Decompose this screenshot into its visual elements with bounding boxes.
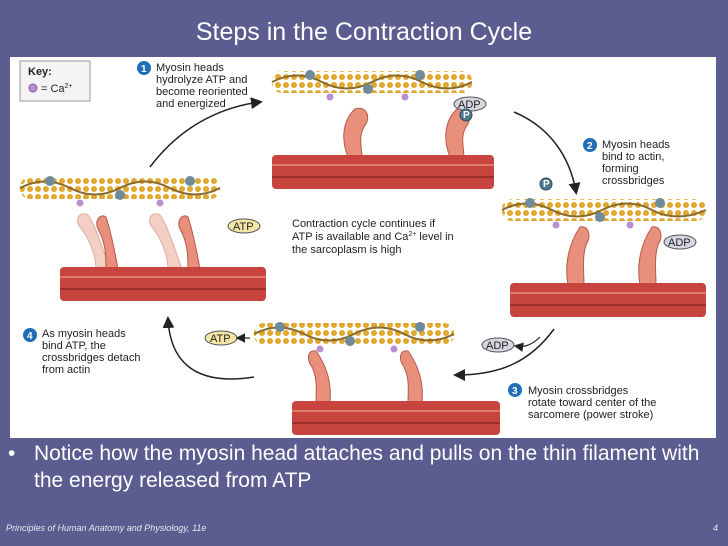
arrow-2-to-3	[453, 328, 555, 381]
key-box: Key: = Ca2+	[19, 60, 91, 102]
myosin-head	[96, 215, 119, 270]
panel-step-4: ATP 4 As myosin heads bind ATP, the cros…	[19, 176, 266, 376]
step-1-text: Myosin heads hydrolyze ATP and become re…	[156, 62, 251, 110]
myosin-head	[308, 350, 331, 404]
phosphate-label: P	[543, 179, 550, 190]
key-title: Key:	[28, 66, 52, 78]
cycle-arrows	[149, 97, 581, 381]
step-4-number: 4	[27, 331, 33, 342]
footer-source: Principles of Human Anatomy and Physiolo…	[6, 523, 207, 533]
step-4-text: As myosin heads bind ATP, the crossbridg…	[42, 328, 144, 376]
contraction-cycle-figure: Key: = Ca2+ ADP P 1 Myosin heads hydroly…	[10, 57, 716, 438]
arrow-1-to-2	[513, 111, 581, 195]
calcium-ion-icon	[28, 83, 38, 93]
thick-filament	[510, 283, 706, 317]
step-3-number: 3	[512, 386, 518, 397]
slide-title: Steps in the Contraction Cycle	[195, 18, 533, 46]
panel-step-2: ADP P 2 Myosin heads bind to actin, form…	[501, 138, 707, 317]
myosin-head	[638, 226, 662, 286]
page-number: 4	[712, 523, 718, 533]
bullet-marker: •	[8, 442, 16, 465]
myosin-head-motion	[77, 213, 111, 270]
adp-release: ADP	[481, 336, 541, 353]
step-1-number: 1	[141, 64, 147, 75]
myosin-head	[343, 107, 369, 158]
atp-label: ATP	[233, 221, 254, 233]
myosin-head	[400, 350, 423, 404]
adp-release-label: ADP	[486, 340, 509, 352]
bullet-text: Notice how the myosin head attaches and …	[34, 442, 700, 492]
atp-input-label: ATP	[210, 333, 231, 345]
panel-step-1: ADP P 1 Myosin heads hydrolyze ATP and b…	[137, 61, 494, 189]
adp-label: ADP	[668, 237, 691, 249]
adp-label: ADP	[458, 99, 481, 111]
myosin-head-motion	[149, 213, 183, 270]
myosin-head	[178, 215, 201, 270]
bullet-point: • Notice how the myosin head attaches an…	[8, 440, 708, 494]
step-3-text: Myosin crossbridges rotate toward center…	[528, 385, 659, 421]
arrow-4-to-1	[149, 97, 263, 168]
phosphate-label: P	[463, 110, 470, 121]
center-note: Contraction cycle continues if ATP is av…	[292, 218, 457, 256]
key-entry: = Ca2+	[41, 83, 73, 95]
thick-filament	[60, 267, 266, 301]
myosin-head	[566, 226, 590, 286]
step-2-number: 2	[587, 141, 593, 152]
panel-step-3: 3 Myosin crossbridges rotate toward cent…	[253, 322, 659, 435]
thick-filament	[272, 155, 494, 189]
atp-input: ATP	[204, 330, 250, 346]
step-2-text: Myosin heads bind to actin, forming cros…	[602, 139, 673, 187]
thick-filament	[292, 401, 500, 435]
arrow-3-to-4	[162, 316, 255, 380]
